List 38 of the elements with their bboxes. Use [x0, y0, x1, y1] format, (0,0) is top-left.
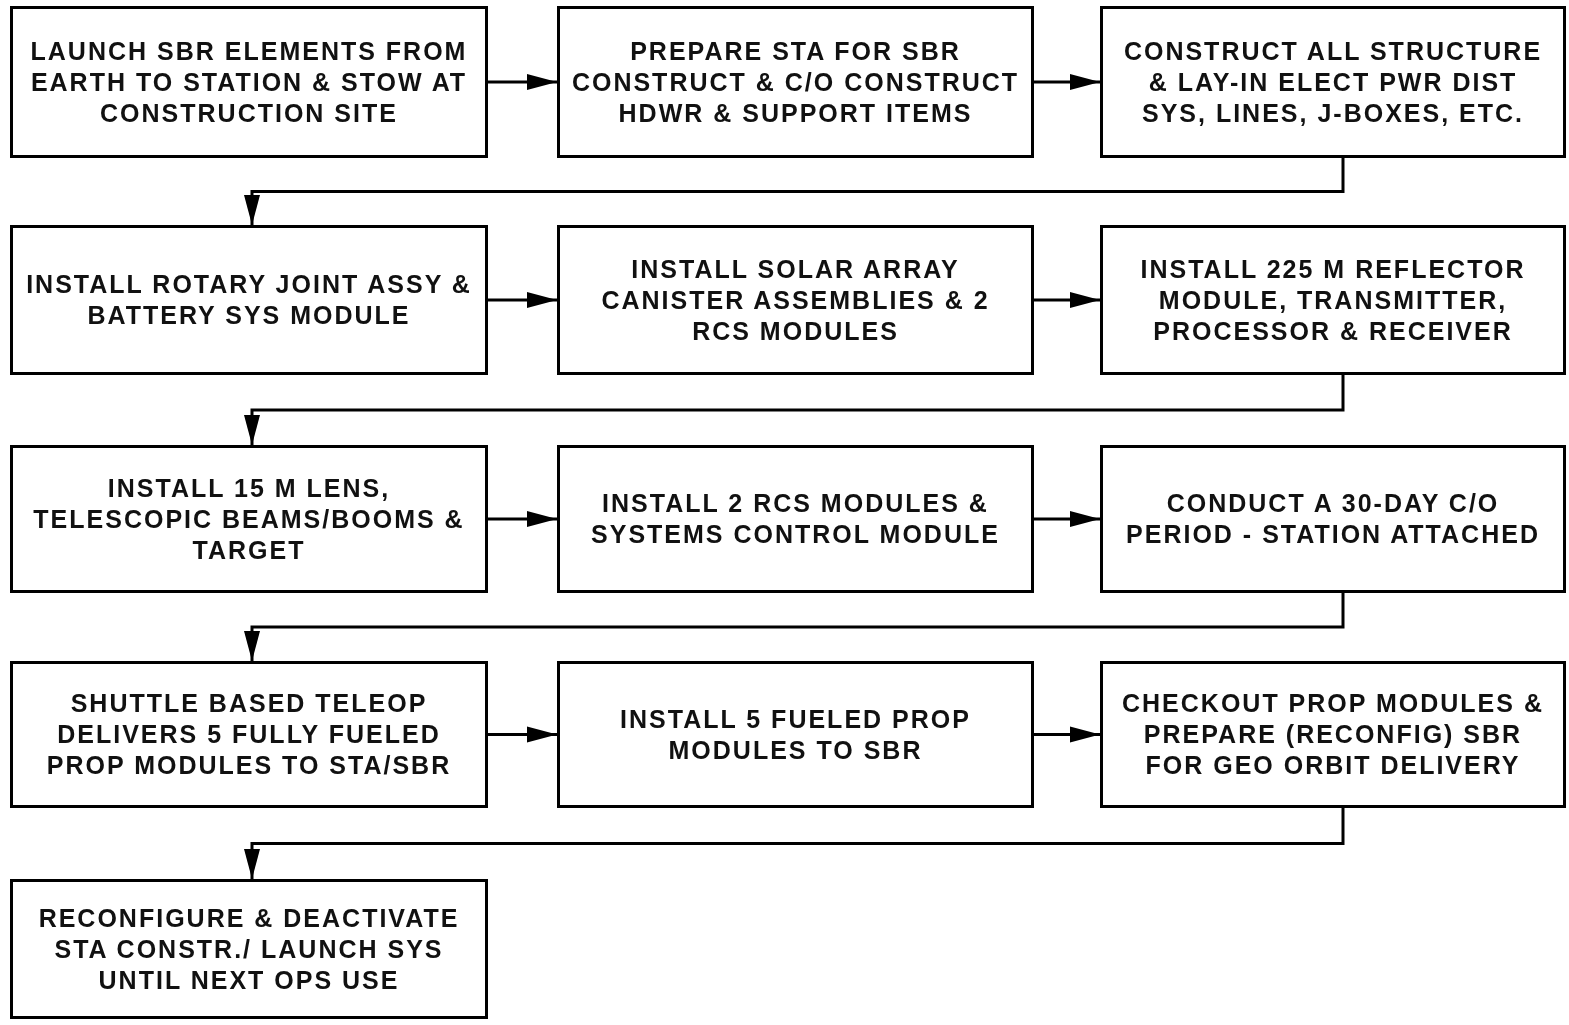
process-box [557, 6, 1034, 158]
arrow [1034, 726, 1100, 743]
process-box [557, 225, 1034, 375]
arrow [1034, 74, 1100, 90]
arrow [488, 292, 557, 308]
arrow [244, 593, 1345, 661]
step-text: LAUNCH SBR ELEMENTS FROM EARTH TO STATION & STOW AT CONSTRUCTION SITE [29, 35, 469, 129]
process-box [557, 661, 1034, 808]
arrow [244, 808, 1345, 879]
step-text: RECONFIGURE & DEACTIVATE STA CONSTR./ LAUNCH SYS UNTIL NEXT OPS USE [37, 902, 461, 996]
step-text: INSTALL ROTARY JOINT ASSY & BATTERY SYS MODULE [25, 269, 473, 331]
step-text: INSTALL 5 FUELED PROP MODULES TO SBR [619, 703, 972, 766]
step-text: INSTALL 15 M LENS, TELESCOPIC BEAMS/BOOMS & TARGET [32, 472, 466, 566]
process-box [1100, 225, 1566, 375]
process-box [1100, 661, 1566, 808]
arrow [488, 74, 557, 90]
step-text: INSTALL SOLAR ARRAY CANISTER ASSEMBLIES & 2 RCS MODULES [600, 253, 991, 347]
process-box [1100, 6, 1566, 158]
step-text: PREPARE STA FOR SBR CONSTRUCT & C/O CONSTRUCT HDWR & SUPPORT ITEMS [570, 35, 1021, 129]
step-text: SHUTTLE BASED TELEOP DELIVERS 5 FULLY FUELED PROP MODULES TO STA/SBR [45, 688, 453, 781]
process-box [10, 445, 488, 593]
step-text: INSTALL 225 M REFLECTOR MODULE, TRANSMITTER, PROCESSOR & RECEIVER [1139, 253, 1527, 347]
arrow [488, 511, 557, 527]
arrow [244, 158, 1345, 225]
process-box [10, 879, 488, 1019]
process-box [10, 6, 488, 158]
step-text: CONSTRUCT ALL STRUCTURE & LAY-IN ELECT PWR DIST SYS, LINES, J-BOXES, ETC. [1122, 35, 1544, 129]
process-box [10, 661, 488, 808]
arrow [488, 726, 557, 743]
step-text: CONDUCT A 30-DAY C/O PERIOD - STATION ATTACHED [1125, 488, 1541, 550]
arrow [244, 375, 1345, 445]
arrow [1034, 511, 1100, 527]
arrow [1034, 292, 1100, 308]
process-box [10, 225, 488, 375]
process-box [1100, 445, 1566, 593]
process-box [557, 445, 1034, 593]
step-text: CHECKOUT PROP MODULES & PREPARE (RECONFIG) SBR FOR GEO ORBIT DELIVERY [1121, 688, 1545, 781]
step-text: INSTALL 2 RCS MODULES & SYSTEMS CONTROL MODULE [590, 488, 1001, 550]
